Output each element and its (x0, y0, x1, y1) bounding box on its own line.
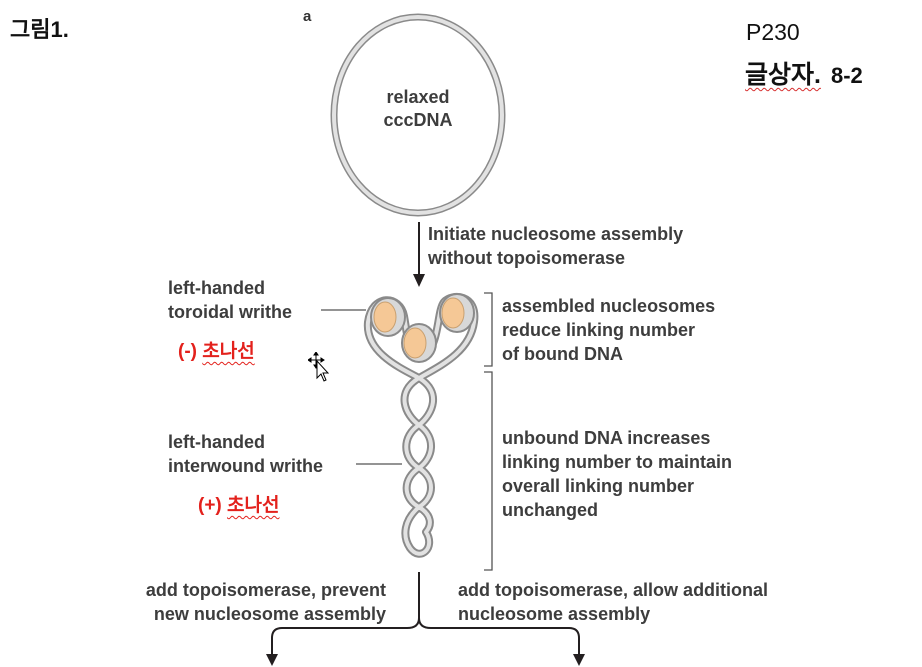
chapter-label: 글상자. (745, 61, 821, 89)
assembly-arrow (413, 222, 425, 287)
relaxed-dna-ring (330, 13, 506, 217)
unbound-dna-bracket (484, 371, 493, 571)
nucleosome-3 (401, 323, 437, 363)
page-reference: P230 (746, 19, 800, 45)
branch-left-arrowhead (266, 654, 278, 666)
branch-left-caption: add topoisomerase, prevent new nucleosom… (145, 580, 386, 624)
nucleosome-2 (439, 293, 475, 333)
move-cursor-icon (308, 352, 330, 382)
bound-dna-description: assembled nucleosomes reduce linking num… (502, 296, 716, 364)
toroidal-supercoil-note: (-) 초나선 (178, 341, 255, 362)
toroidal-writhe-label: left-handed toroidal writhe (168, 278, 293, 322)
branch-right-caption: add topoisomerase, allow additional nucl… (458, 580, 769, 624)
chapter-reference: 글상자. 8-2 (745, 55, 863, 91)
assembly-arrow-caption: Initiate nucleosome assembly without top… (428, 224, 684, 268)
chapter-number: 8-2 (830, 63, 863, 88)
branch-right-arrowhead (573, 654, 585, 666)
branch-arrows (271, 572, 580, 656)
nucleosome-1 (370, 297, 406, 337)
interwound-writhe-label: left-handed interwound writhe (168, 432, 323, 476)
panel-letter: a (303, 8, 312, 25)
interwound-supercoil-note: (+) 초나선 (198, 495, 280, 516)
relaxed-dna-label: relaxed cccDNA (383, 87, 453, 130)
bound-dna-bracket (484, 292, 493, 367)
figure-label: 그림1. (10, 17, 69, 42)
unbound-dna-description: unbound DNA increases linking number to … (502, 428, 733, 520)
